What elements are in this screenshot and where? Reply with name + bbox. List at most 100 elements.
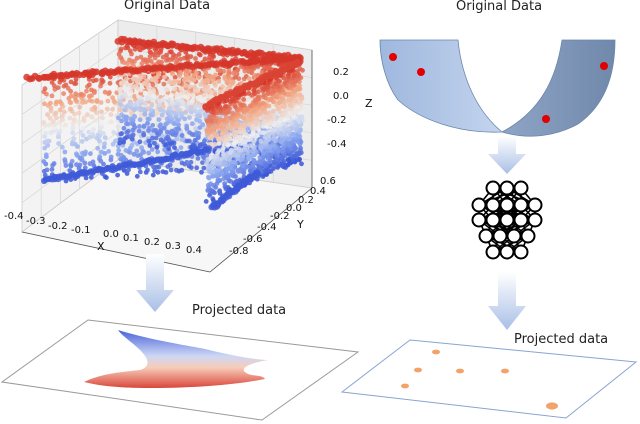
scatter-point: [167, 162, 173, 168]
scatter-point: [51, 161, 57, 166]
scatter-point: [42, 86, 48, 92]
scatter-point: [152, 168, 158, 174]
y-tick-label: 0.4: [310, 186, 326, 197]
scatter-point: [170, 100, 175, 106]
scatter-point: [216, 79, 222, 84]
scatter-point: [169, 93, 175, 98]
scatter-point: [49, 93, 55, 99]
scatter-point: [118, 98, 123, 104]
scatter-point: [179, 133, 185, 138]
scatter-point: [71, 136, 77, 142]
scatter-point: [296, 157, 302, 163]
scatter-point: [72, 94, 78, 100]
scatter-point: [125, 128, 131, 134]
projected-point: [401, 383, 409, 389]
scatter-point: [93, 68, 100, 76]
scatter-point: [106, 149, 111, 154]
scatter-point: [141, 149, 147, 155]
scatter-point: [194, 165, 200, 171]
scatter-point: [131, 113, 137, 119]
y-axis-label: Y: [297, 218, 304, 231]
neural-network-icon: [471, 180, 543, 260]
scatter-point: [73, 91, 79, 97]
scatter-point: [223, 103, 229, 109]
scatter-point: [149, 147, 155, 152]
scatter-point: [110, 95, 115, 101]
scatter-point: [207, 114, 213, 120]
scatter-point: [78, 129, 84, 135]
scatter-point: [50, 119, 56, 124]
scatter-point: [270, 127, 275, 133]
scatter-point: [187, 84, 193, 89]
scatter-point: [188, 165, 194, 171]
scatter-point: [139, 145, 145, 151]
scatter-point: [202, 138, 207, 144]
scatter-point: [207, 88, 213, 94]
scatter-point: [192, 144, 198, 149]
band-point: [417, 68, 425, 76]
scatter-point: [100, 115, 105, 121]
nn-node: [499, 244, 515, 260]
x-tick-label: -0.2: [48, 221, 68, 232]
scatter-point: [102, 141, 107, 147]
scatter-point: [71, 121, 76, 126]
scatter-point: [171, 140, 177, 146]
y-tick-label: 0.0: [286, 203, 302, 214]
scatter-point: [89, 93, 94, 98]
scatter-point: [210, 196, 216, 202]
scatter-point: [193, 56, 198, 61]
scatter-point: [179, 114, 185, 120]
scatter-point: [234, 47, 242, 55]
scatter-point: [179, 111, 185, 116]
scatter-point: [162, 147, 167, 153]
scatter-point: [178, 56, 183, 62]
scatter-point: [216, 148, 222, 153]
scatter-point: [200, 160, 205, 166]
scatter-point: [81, 117, 87, 123]
scatter-point: [146, 150, 152, 156]
scatter-point: [137, 95, 143, 100]
scatter-point: [223, 133, 229, 139]
band-point: [600, 62, 608, 70]
scatter-point: [139, 61, 145, 67]
x-tick-label: -0.1: [71, 225, 91, 236]
scatter-point: [108, 112, 114, 117]
scatter-point: [230, 120, 236, 126]
scatter-point: [293, 146, 299, 151]
scatter-point: [237, 168, 243, 173]
scatter-point: [57, 107, 63, 113]
scatter-point: [188, 54, 194, 59]
scatter-point: [119, 94, 125, 100]
scatter-point: [143, 101, 149, 106]
scatter-point: [256, 89, 261, 95]
right-upper-arrow: [488, 136, 526, 174]
scatter-point: [90, 131, 96, 137]
scatter-point: [145, 120, 150, 126]
scatter-point: [60, 113, 65, 119]
scatter-point: [83, 149, 88, 155]
scatter-point: [261, 150, 267, 156]
z-tick-label: 0.2: [333, 67, 349, 78]
scatter-point: [164, 52, 169, 58]
left-down-arrow: [136, 254, 174, 312]
nn-node: [485, 197, 501, 213]
left-title: Original Data: [124, 0, 211, 13]
band-points: [389, 53, 608, 123]
scatter-point: [299, 161, 304, 167]
scatter-point: [272, 113, 277, 118]
scatter-point: [157, 102, 163, 108]
scatter-point: [116, 115, 121, 121]
scatter-point: [251, 157, 256, 163]
scatter-point: [78, 91, 84, 97]
scatter-point: [150, 135, 155, 141]
scatter-point: [219, 135, 225, 141]
scatter-point: [55, 134, 61, 140]
scatter-point: [92, 105, 98, 111]
scatter-point: [271, 166, 276, 171]
scatter-point: [266, 131, 272, 137]
y-axis-line: [209, 187, 313, 273]
scatter-point: [256, 124, 261, 130]
scatter-point: [134, 173, 140, 179]
scatter-point: [266, 167, 272, 172]
